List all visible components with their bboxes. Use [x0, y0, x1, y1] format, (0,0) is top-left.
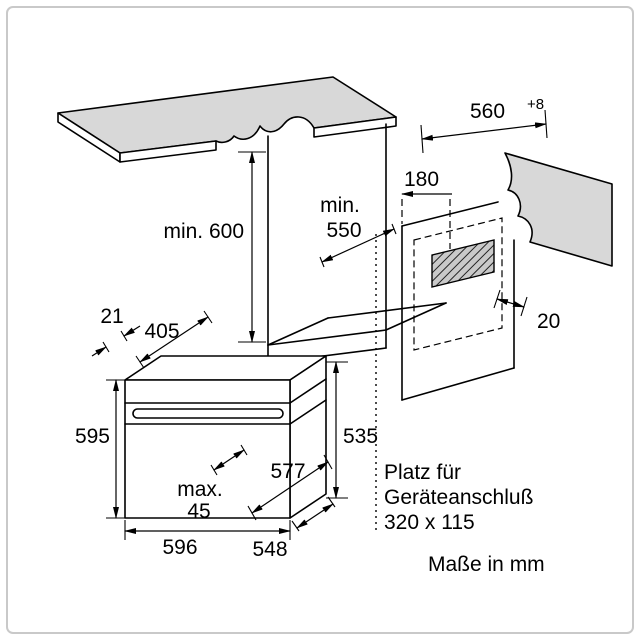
dim-connection-offset: 180 — [401, 168, 452, 249]
niche-width-tick-left — [420, 124, 424, 154]
countertop-left-front-edge — [119, 140, 217, 163]
niche-outline-dashed — [413, 217, 503, 351]
niche-floor — [267, 302, 447, 346]
label-min-height: min. 600 — [163, 220, 244, 243]
dim-door-clearance: max. 45 — [177, 444, 248, 523]
door-clearance-dimension-line — [213, 449, 245, 471]
top-assembly — [57, 76, 613, 401]
label-min-depth-line2: 550 — [326, 219, 361, 242]
dim-oven-height-front: 595 — [75, 379, 127, 519]
countertop-right-front-edge — [313, 116, 397, 138]
panel-offset-arrow-left — [91, 346, 107, 357]
tall-cabinet-niche — [267, 123, 387, 346]
page-border — [6, 6, 634, 634]
oven-depth-total-tick-back — [323, 454, 333, 470]
min-depth-tick-front — [319, 256, 325, 268]
dim-panel-offset: 21 — [91, 305, 141, 357]
dim-top-depth: 405 — [135, 310, 213, 369]
door-clearance-tick-front — [210, 464, 218, 476]
label-oven-height-body: 535 — [343, 425, 378, 448]
oven-depth-body-extension-back — [327, 496, 336, 508]
label-top-depth: 405 — [144, 320, 179, 343]
label-panel-offset: 21 — [100, 305, 123, 328]
label-rear-gap: 20 — [537, 310, 560, 333]
floor-back-edge — [327, 302, 447, 319]
label-oven-width: 596 — [162, 536, 197, 559]
oven-right-face — [289, 355, 327, 519]
top-depth-tick-back — [203, 310, 213, 324]
dim-oven-depth-body: 548 — [252, 496, 336, 561]
dim-min-depth: min. 550 — [319, 194, 397, 268]
oven-door-handle — [132, 408, 284, 419]
dim-min-height: min. 600 — [163, 151, 266, 343]
panel-bottom-edge — [401, 367, 515, 401]
niche-width-dimension-line — [421, 122, 547, 141]
label-min-depth-line1: min. — [320, 194, 360, 217]
dim-oven-height-body: 535 — [326, 361, 378, 499]
niche-width-tick-right — [544, 109, 548, 139]
label-niche-width-tolerance: +8 — [527, 96, 544, 113]
connection-area-hatch — [431, 239, 495, 288]
label-connection-offset: 180 — [404, 168, 439, 191]
label-door-clearance-line2: 45 — [187, 500, 210, 523]
rear-gap-dimension-line — [496, 298, 525, 308]
oven-depth-body-dimension-line — [296, 503, 334, 529]
door-top-line-side — [289, 399, 327, 425]
label-oven-depth-body: 548 — [252, 538, 287, 561]
oven-depth-total-tick-front — [247, 505, 257, 521]
rear-gap-tick-right — [520, 296, 528, 317]
rear-gap-tick-left — [493, 289, 501, 309]
connection-space-line3: 320 x 115 — [384, 511, 475, 534]
side-panel — [401, 201, 515, 401]
label-niche-width: 560 — [470, 100, 505, 123]
min-depth-tick-back — [391, 223, 397, 235]
label-oven-depth-total: 577 — [270, 460, 305, 483]
panel-offset-arrow-right — [123, 325, 141, 337]
dim-rear-gap: 20 — [493, 289, 560, 333]
floor-right-depth-edge — [385, 302, 447, 331]
connection-space-line2: Geräteanschluß — [384, 486, 533, 509]
floor-left-depth-edge — [267, 317, 329, 346]
note-connection-space: Platz für Geräteanschluß 320 x 115 — [384, 461, 533, 534]
oven-depth-total-dimension-line — [251, 461, 329, 514]
connection-space-line1: Platz für — [384, 461, 461, 484]
countertop-left — [57, 76, 397, 154]
countertop-right — [504, 152, 613, 267]
dim-oven-width: 596 — [124, 520, 291, 559]
label-door-clearance-line1: max. — [177, 478, 223, 501]
dim-niche-width: 560 +8 — [420, 96, 548, 154]
control-panel-line-side — [289, 378, 327, 404]
panel-offset-tick-front — [102, 341, 110, 353]
dim-oven-depth-total: 577 — [247, 454, 333, 521]
niche-front-bottom-edge — [267, 329, 387, 346]
note-units: Maße in mm — [428, 553, 545, 576]
top-depth-tick-front — [135, 355, 145, 369]
top-depth-dimension-line — [139, 316, 209, 363]
label-oven-height-front: 595 — [75, 425, 110, 448]
min-depth-dimension-line — [321, 228, 395, 263]
panel-offset-tick-back — [120, 330, 128, 342]
door-clearance-tick-back — [240, 444, 248, 456]
oven-depth-body-extension-front — [291, 520, 300, 532]
oven — [124, 355, 327, 519]
